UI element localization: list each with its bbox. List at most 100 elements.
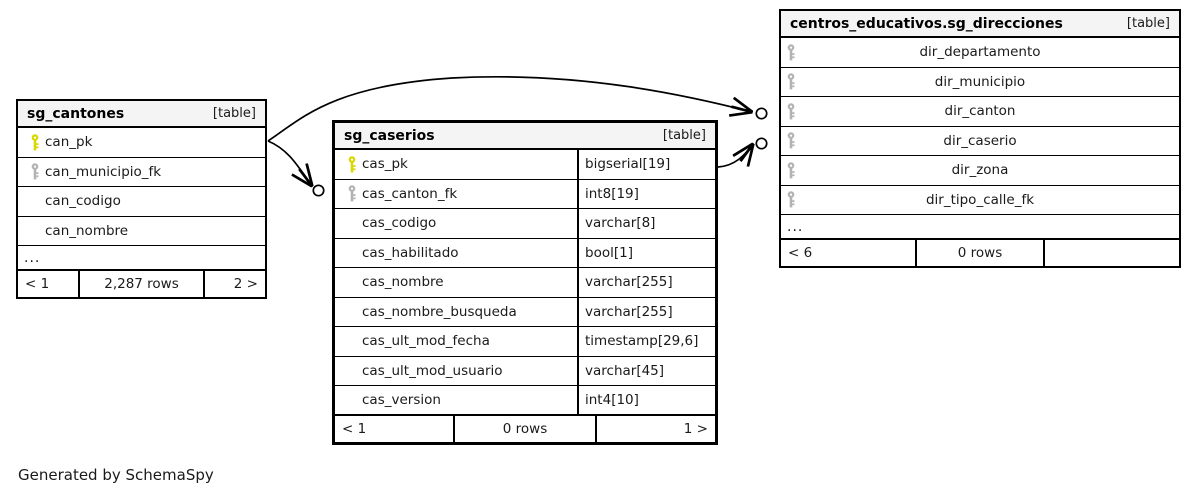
generated-by-caption: Generated by SchemaSpy <box>18 466 214 484</box>
table-row[interactable]: cas_version int4[10] <box>335 386 715 416</box>
foreign-key-icon <box>342 185 362 202</box>
primary-key-icon <box>342 156 362 173</box>
column-name: cas_version <box>362 391 441 408</box>
table-row[interactable]: dir_canton <box>781 97 1179 127</box>
foreign-key-icon <box>781 156 801 185</box>
table-footer-sg_cantones: < 1 2,287 rows 2 > <box>18 271 265 297</box>
column-cell: dir_tipo_calle_fk <box>801 186 1179 215</box>
column-cell: can_municipio_fk <box>18 158 265 187</box>
column-name: can_codigo <box>45 193 121 210</box>
column-name: dir_municipio <box>934 73 1026 90</box>
table-row[interactable]: can_nombre <box>18 217 265 246</box>
column-type: varchar[255] <box>577 297 715 326</box>
table-header-sg_direcciones: centros_educativos.sg_direcciones [table… <box>781 11 1179 38</box>
column-name: cas_nombre <box>362 274 444 291</box>
table-type-tag: [table] <box>1126 16 1170 31</box>
column-cell: cas_codigo <box>335 209 577 238</box>
foreign-key-icon <box>781 68 801 97</box>
column-type: bigserial[19] <box>577 150 715 179</box>
column-name: dir_departamento <box>919 44 1041 61</box>
row-count-label: 0 rows <box>453 415 597 442</box>
foreign-key-icon <box>781 97 801 126</box>
table-row[interactable]: cas_codigo varchar[8] <box>335 209 715 239</box>
column-type: bool[1] <box>577 238 715 267</box>
table-row[interactable]: dir_departamento <box>781 38 1179 68</box>
table-row[interactable]: cas_ult_mod_usuario varchar[45] <box>335 356 715 386</box>
table-header-sg_caserios: sg_caserios [table] <box>335 123 715 150</box>
column-cell: can_pk <box>18 128 265 157</box>
foreign-key-icon <box>25 163 45 180</box>
column-type: int4[10] <box>577 386 715 414</box>
column-cell: cas_habilitado <box>335 239 577 268</box>
column-cell: cas_version <box>335 386 577 414</box>
column-cell: cas_nombre_busqueda <box>335 298 577 327</box>
table-title: sg_cantones <box>27 105 125 122</box>
edge-cantones-to-caserios <box>267 140 325 197</box>
column-name: dir_tipo_calle_fk <box>925 191 1035 208</box>
table-row[interactable]: cas_nombre varchar[255] <box>335 268 715 298</box>
foreign-key-icon <box>781 186 801 215</box>
row-count-label: 0 rows <box>915 240 1045 266</box>
column-cell: dir_municipio <box>801 68 1179 97</box>
column-cell: cas_ult_mod_usuario <box>335 357 577 386</box>
table-row[interactable]: cas_ult_mod_fecha timestamp[29,6] <box>335 327 715 357</box>
table-sg_direcciones[interactable]: centros_educativos.sg_direcciones [table… <box>779 9 1181 268</box>
column-name: cas_canton_fk <box>362 185 458 202</box>
column-type: varchar[45] <box>577 356 715 385</box>
prev-page-button[interactable]: < 6 <box>788 245 813 261</box>
table-row[interactable]: dir_zona <box>781 156 1179 186</box>
column-name: dir_zona <box>951 162 1009 179</box>
row-count-label: 2,287 rows <box>78 271 205 297</box>
more-columns-indicator: ... <box>781 215 1179 240</box>
table-footer-sg_direcciones: < 6 0 rows <box>781 240 1179 266</box>
column-name: can_municipio_fk <box>45 163 162 180</box>
table-row[interactable]: can_codigo <box>18 187 265 217</box>
prev-page-button[interactable]: < 1 <box>25 276 50 292</box>
table-sg_cantones[interactable]: sg_cantones [table] can_pk <box>16 99 267 299</box>
primary-key-icon <box>25 134 45 151</box>
prev-page-button[interactable]: < 1 <box>342 420 367 437</box>
column-type: timestamp[29,6] <box>577 327 715 356</box>
more-columns-indicator: ... <box>18 246 265 271</box>
table-row[interactable]: dir_tipo_calle_fk <box>781 186 1179 215</box>
column-name: cas_ult_mod_fecha <box>362 333 490 350</box>
table-sg_caserios[interactable]: sg_caserios [table] cas_pk bigserial[19] <box>332 120 718 445</box>
column-cell: can_nombre <box>18 217 265 246</box>
column-cell: dir_zona <box>801 156 1179 185</box>
column-type: varchar[255] <box>577 268 715 297</box>
column-cell: dir_caserio <box>801 127 1179 156</box>
column-name: cas_codigo <box>362 215 437 232</box>
table-footer-sg_caserios: < 1 0 rows 1 > <box>335 415 715 442</box>
foreign-key-icon <box>781 127 801 156</box>
column-name: dir_canton <box>944 103 1016 120</box>
next-page-button[interactable]: 2 > <box>233 276 258 292</box>
column-name: cas_pk <box>362 156 408 173</box>
column-cell: can_codigo <box>18 187 265 216</box>
next-page-button[interactable]: 1 > <box>683 420 708 437</box>
table-row[interactable]: can_municipio_fk <box>18 158 265 187</box>
table-row[interactable]: cas_nombre_busqueda varchar[255] <box>335 297 715 327</box>
next-page-button[interactable] <box>1045 240 1179 266</box>
table-row[interactable]: dir_municipio <box>781 68 1179 97</box>
column-cell: cas_nombre <box>335 268 577 297</box>
column-name: cas_ult_mod_usuario <box>362 362 503 379</box>
edge-caserios-to-direcciones <box>717 137 768 168</box>
column-name: can_nombre <box>45 222 129 239</box>
column-cell: cas_ult_mod_fecha <box>335 327 577 356</box>
column-name: cas_habilitado <box>362 244 459 261</box>
column-cell: cas_canton_fk <box>335 180 577 209</box>
column-name: can_pk <box>45 134 93 151</box>
column-name: cas_nombre_busqueda <box>362 303 517 320</box>
table-row[interactable]: cas_canton_fk int8[19] <box>335 179 715 209</box>
table-row[interactable]: can_pk <box>18 128 265 158</box>
column-name: dir_caserio <box>943 132 1017 149</box>
table-title: sg_caserios <box>344 127 435 144</box>
table-type-tag: [table] <box>662 128 706 143</box>
foreign-key-icon <box>781 38 801 67</box>
column-cell: dir_canton <box>801 97 1179 126</box>
table-header-sg_cantones: sg_cantones [table] <box>18 101 265 128</box>
table-row[interactable]: dir_caserio <box>781 127 1179 156</box>
table-row[interactable]: cas_habilitado bool[1] <box>335 238 715 268</box>
table-row[interactable]: cas_pk bigserial[19] <box>335 150 715 180</box>
